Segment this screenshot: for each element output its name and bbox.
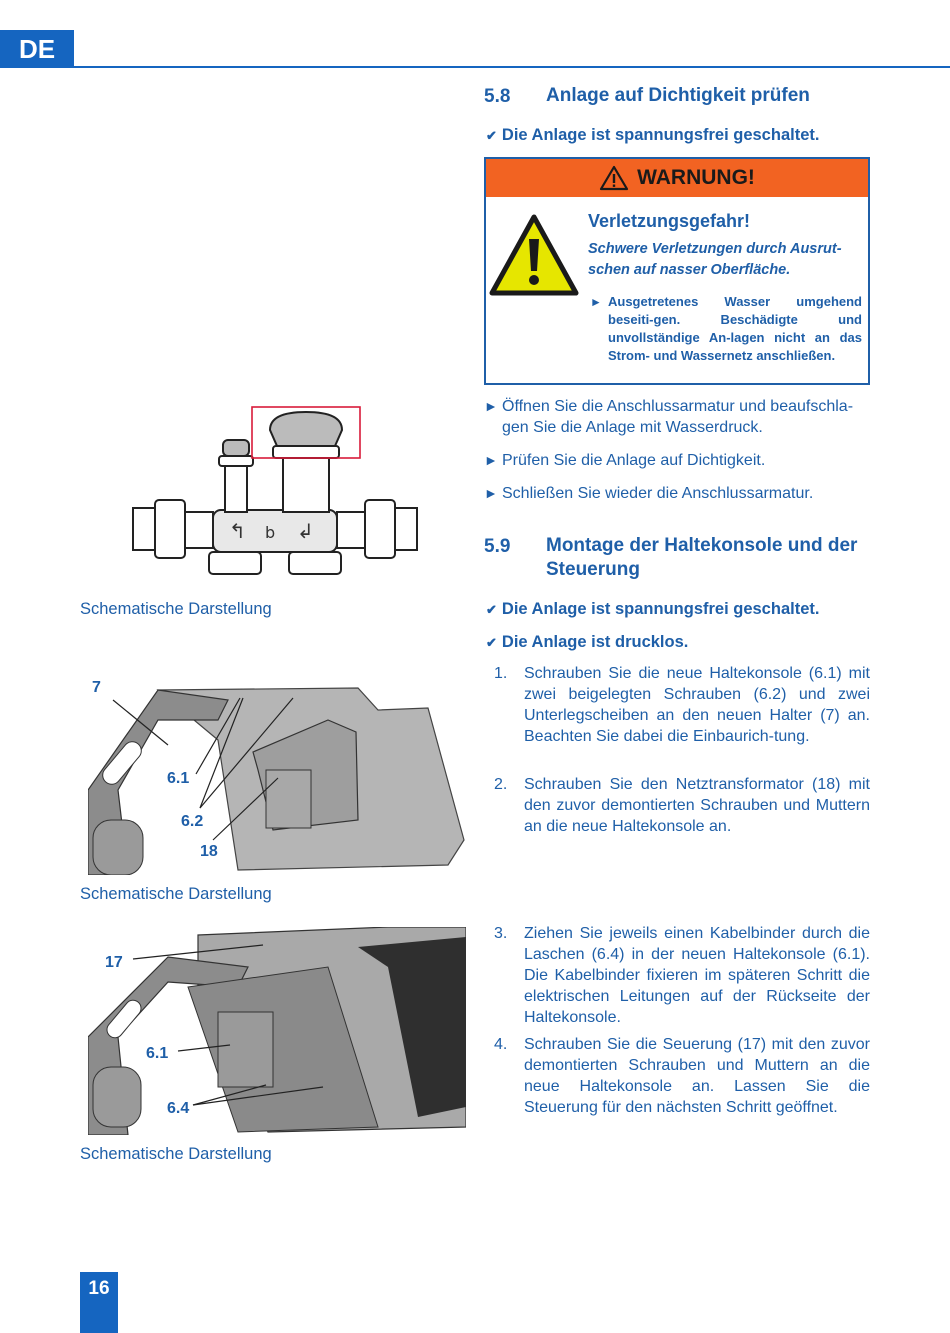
figure-valve-assembly: ↰ b ↲ — [132, 406, 418, 575]
figure-caption-1: Schematische Darstellung — [80, 600, 272, 618]
step-open-valve: ► Öffnen Sie die Anschlussarmatur und be… — [484, 398, 854, 436]
svg-text:↲: ↲ — [297, 519, 314, 543]
warning-title: Verletzungsgefahr! — [588, 211, 751, 231]
fig3-label-17: 17 — [105, 954, 123, 971]
fig2-label-18: 18 — [200, 843, 218, 860]
fig2-label-6-1: 6.1 — [167, 770, 190, 787]
warning-label: WARNUNG! — [637, 166, 755, 189]
prereq-voltage-free-2: ✔Die Anlage ist spannungsfrei geschaltet… — [486, 600, 820, 618]
numbered-step-3: 3.Ziehen Sie jeweils einen Kabelbinder d… — [494, 925, 870, 1026]
page-number: 16 — [88, 1278, 110, 1299]
section-title-5-8: Anlage auf Dichtigkeit prüfen — [546, 85, 810, 106]
step-check-tightness: ► Prüfen Sie die Anlage auf Dichtigkeit. — [484, 452, 766, 469]
figure-caption-2: Schematische Darstellung — [80, 885, 272, 903]
warning-box: WARNUNG! Verletzungsgefahr! Schwere Verl… — [484, 157, 870, 385]
fig3-label-6-1: 6.1 — [146, 1045, 169, 1062]
warning-header: WARNUNG! — [486, 159, 868, 197]
hazard-warning-icon — [489, 214, 579, 296]
arrow-right-icon: ► — [484, 485, 498, 501]
numbered-step-4: 4.Schrauben Sie die Seuerung (17) mit de… — [494, 1036, 870, 1116]
language-tab: DE — [0, 30, 74, 68]
step-close-valve: ► Schließen Sie wieder die Anschlussarma… — [484, 485, 814, 502]
section-title-5-9-line1: Montage der Haltekonsole und der — [546, 535, 858, 556]
figure-caption-3: Schematische Darstellung — [80, 1145, 272, 1163]
warning-triangle-small-icon — [599, 165, 629, 191]
page-number-tab: 16 — [80, 1272, 118, 1333]
numbered-step-2: 2.Schrauben Sie den Netztransformator (1… — [494, 776, 870, 835]
warning-action: ► Ausgetretenes Wasser umgehend beseiti-… — [590, 294, 862, 363]
arrow-right-icon: ► — [484, 398, 498, 414]
arrow-right-icon: ► — [590, 295, 602, 309]
numbered-step-1: 1.Schrauben Sie die neue Haltekonsole (6… — [494, 665, 870, 745]
svg-text:b: b — [265, 523, 275, 542]
figure-console-controller — [88, 927, 466, 1135]
fig2-label-7: 7 — [92, 679, 101, 696]
arrow-right-icon: ► — [484, 452, 498, 468]
language-label: DE — [18, 33, 56, 64]
prereq-depressurized: ✔Die Anlage ist drucklos. — [486, 633, 689, 651]
fig2-label-6-2: 6.2 — [181, 813, 204, 830]
figure-console-transformer — [88, 687, 465, 875]
fig3-label-6-4: 6.4 — [167, 1100, 190, 1117]
header-rule — [74, 66, 950, 68]
prereq-voltage-free: ✔Die Anlage ist spannungsfrei geschaltet… — [486, 126, 820, 144]
warning-subtitle: Schwere Verletzungen durch Ausrut-schen … — [588, 241, 842, 278]
svg-text:↰: ↰ — [229, 519, 246, 543]
section-title-5-9-line2: Steuerung — [546, 559, 640, 580]
check-icon: ✔ — [486, 128, 497, 143]
section-number-5-9: 5.9 — [484, 536, 511, 557]
check-icon: ✔ — [486, 635, 497, 650]
check-icon: ✔ — [486, 602, 497, 617]
section-number-5-8: 5.8 — [484, 86, 511, 107]
